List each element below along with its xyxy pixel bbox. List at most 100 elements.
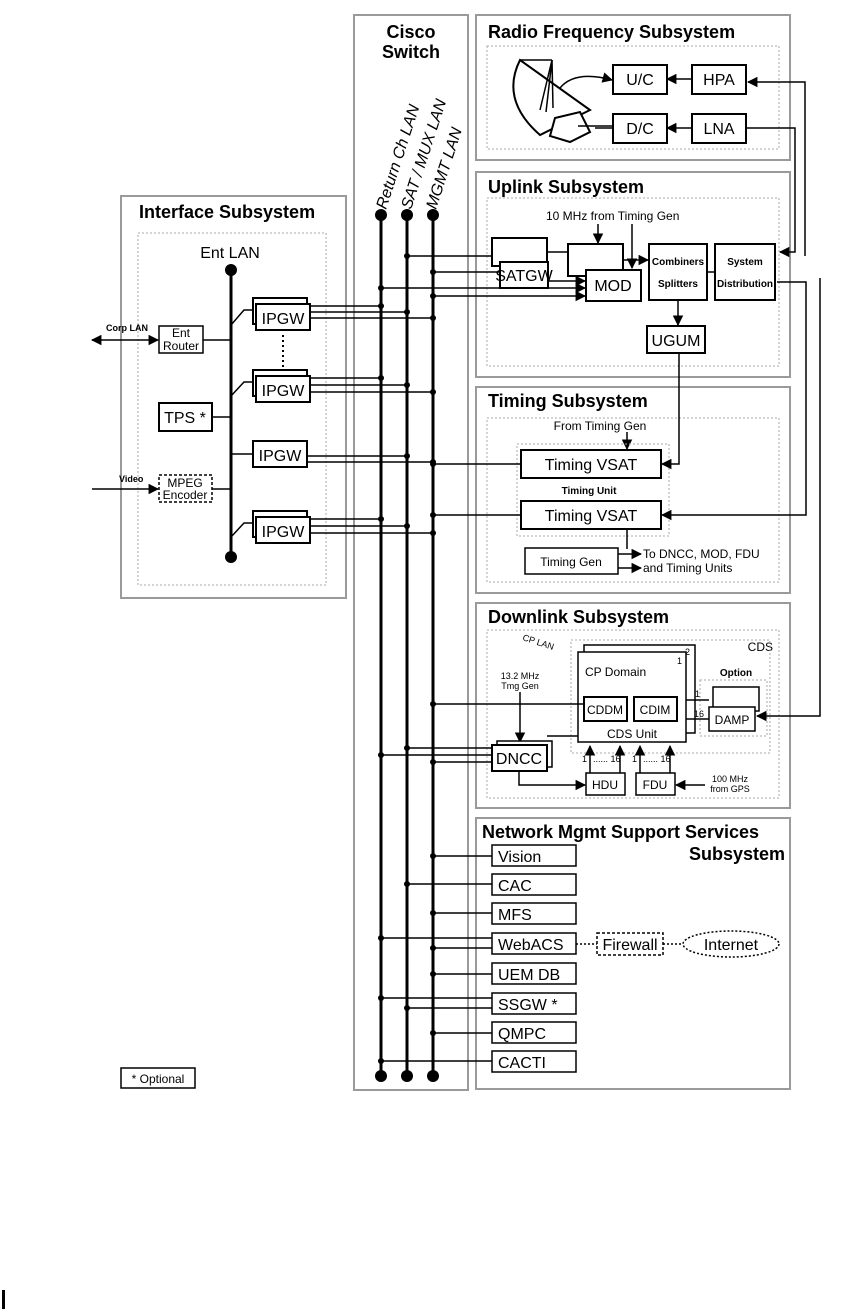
svg-text:QMPC: QMPC xyxy=(498,1026,546,1043)
tps-box xyxy=(158,402,213,432)
svg-text:1: 1 xyxy=(582,754,587,764)
cp-lan-label: CP LAN xyxy=(521,632,555,652)
cdim-box xyxy=(633,696,678,722)
svg-text:Timing Gen: Timing Gen xyxy=(540,555,602,569)
svg-text:IPGW: IPGW xyxy=(262,524,306,541)
svg-text:1: 1 xyxy=(677,656,682,666)
svg-text:CP Domain: CP Domain xyxy=(585,665,646,679)
nms-subsystem-frame xyxy=(475,817,791,1090)
ipgw-group-1: IPGW xyxy=(230,297,433,331)
video-label: Video xyxy=(119,474,144,484)
nms-item-uemdb: UEM DB xyxy=(491,962,577,985)
svg-text:System: System xyxy=(727,257,763,268)
nms-item-mfs: MFS xyxy=(491,902,577,925)
timing-to-1: To DNCC, MOD, FDU xyxy=(643,547,760,561)
nms-item-webacs: WebACS xyxy=(491,932,577,955)
svg-text:Vision: Vision xyxy=(498,849,541,866)
tmg-gen-2: Tmg Gen xyxy=(501,681,539,691)
svg-text:Ent: Ent xyxy=(172,326,191,340)
from-timing-gen-label: From Timing Gen xyxy=(554,419,647,433)
svg-text:1: 1 xyxy=(695,689,700,699)
svg-text:WebACS: WebACS xyxy=(498,937,564,954)
svg-text:CDDM: CDDM xyxy=(587,703,623,717)
svg-text:1: 1 xyxy=(632,754,637,764)
svg-text:Firewall: Firewall xyxy=(602,937,657,954)
svg-text:IPGW: IPGW xyxy=(262,383,306,400)
tmg-gen-1: 13.2 MHz xyxy=(501,671,540,681)
legend-optional: * Optional xyxy=(132,1072,185,1086)
internet-cloud xyxy=(682,930,780,958)
dc-box xyxy=(612,113,668,144)
hdu-box xyxy=(585,772,626,796)
svg-text:Combiners: Combiners xyxy=(652,257,705,268)
nms-title-1: Network Mgmt Support Services xyxy=(482,822,759,842)
nms-item-vision: Vision xyxy=(491,844,577,867)
nms-item-cac: CAC xyxy=(491,873,577,896)
uplink-subsystem-frame xyxy=(475,171,791,378)
nms-item-qmpc: QMPC xyxy=(491,1021,577,1044)
uc-box xyxy=(612,64,668,95)
uplink-title: Uplink Subsystem xyxy=(488,177,644,197)
svg-text:MFS: MFS xyxy=(498,907,532,924)
svg-text:DAMP: DAMP xyxy=(715,713,750,727)
system-distribution-box xyxy=(714,243,776,301)
timing-to-2: and Timing Units xyxy=(643,561,732,575)
timing-title: Timing Subsystem xyxy=(488,391,648,411)
page-margin-bar xyxy=(2,1290,5,1309)
svg-text:Distribution: Distribution xyxy=(717,279,773,290)
timing-subsystem-frame xyxy=(475,386,791,594)
legend-box xyxy=(120,1067,196,1089)
svg-text:IPGW: IPGW xyxy=(259,448,303,465)
svg-text:...... 16: ...... 16 xyxy=(593,754,621,764)
svg-text:D/C: D/C xyxy=(626,121,654,138)
uplink-ref-label: 10 MHz from Timing Gen xyxy=(546,209,679,223)
svg-text:U/C: U/C xyxy=(626,72,654,89)
satellite-dish-icon xyxy=(512,58,614,144)
svg-text:DNCC: DNCC xyxy=(496,751,542,768)
svg-text:Internet: Internet xyxy=(704,937,759,954)
combiners-splitters-box xyxy=(648,243,708,301)
gps-1: 100 MHz xyxy=(712,774,749,784)
svg-text:IPGW: IPGW xyxy=(262,311,306,328)
interface-title: Interface Subsystem xyxy=(139,202,315,222)
svg-text:Splitters: Splitters xyxy=(658,279,698,290)
svg-text:UEM DB: UEM DB xyxy=(498,967,560,984)
cisco-title-1: Cisco xyxy=(386,22,435,42)
timing-unit-label: Timing Unit xyxy=(562,486,617,497)
svg-text:HPA: HPA xyxy=(703,72,735,89)
svg-text:SATGW: SATGW xyxy=(495,268,553,285)
downlink-title: Downlink Subsystem xyxy=(488,607,669,627)
ipgw-group-2: IPGW xyxy=(230,369,433,403)
dncc-box xyxy=(491,744,548,772)
svg-text:Timing VSAT: Timing VSAT xyxy=(545,457,638,474)
svg-text:FDU: FDU xyxy=(643,778,668,792)
option-label: Option xyxy=(720,668,752,679)
nms-item-ssgw: SSGW * xyxy=(491,992,577,1015)
svg-text:SSGW *: SSGW * xyxy=(498,997,558,1014)
timing-gen-box xyxy=(524,547,619,575)
svg-text:CDIM: CDIM xyxy=(640,703,671,717)
svg-text:CAC: CAC xyxy=(498,878,532,895)
svg-text:CACTI: CACTI xyxy=(498,1055,546,1072)
svg-text:16: 16 xyxy=(694,709,704,719)
ent-lan-label: Ent LAN xyxy=(200,245,260,262)
ipgw-group-4: IPGW xyxy=(230,510,433,544)
interface-subsystem-frame xyxy=(120,195,347,599)
downlink-subsystem-frame xyxy=(475,602,791,809)
svg-text:Timing VSAT: Timing VSAT xyxy=(545,508,638,525)
svg-text:MOD: MOD xyxy=(594,278,631,295)
nms-title-2: Subsystem xyxy=(689,844,785,864)
svg-text:MPEG: MPEG xyxy=(167,476,202,490)
cds-unit-label: CDS Unit xyxy=(607,727,658,741)
gps-2: from GPS xyxy=(710,784,750,794)
cddm-box xyxy=(583,696,628,722)
cisco-switch-frame xyxy=(353,14,469,1091)
svg-text:...... 16: ...... 16 xyxy=(643,754,671,764)
rf-subsystem-frame xyxy=(475,14,791,161)
rf-title: Radio Frequency Subsystem xyxy=(488,22,735,42)
corp-lan-label: Corp LAN xyxy=(106,323,148,333)
svg-text:UGUM: UGUM xyxy=(652,333,701,350)
cisco-title-2: Switch xyxy=(382,42,440,62)
nms-item-cacti: CACTI xyxy=(491,1050,577,1073)
